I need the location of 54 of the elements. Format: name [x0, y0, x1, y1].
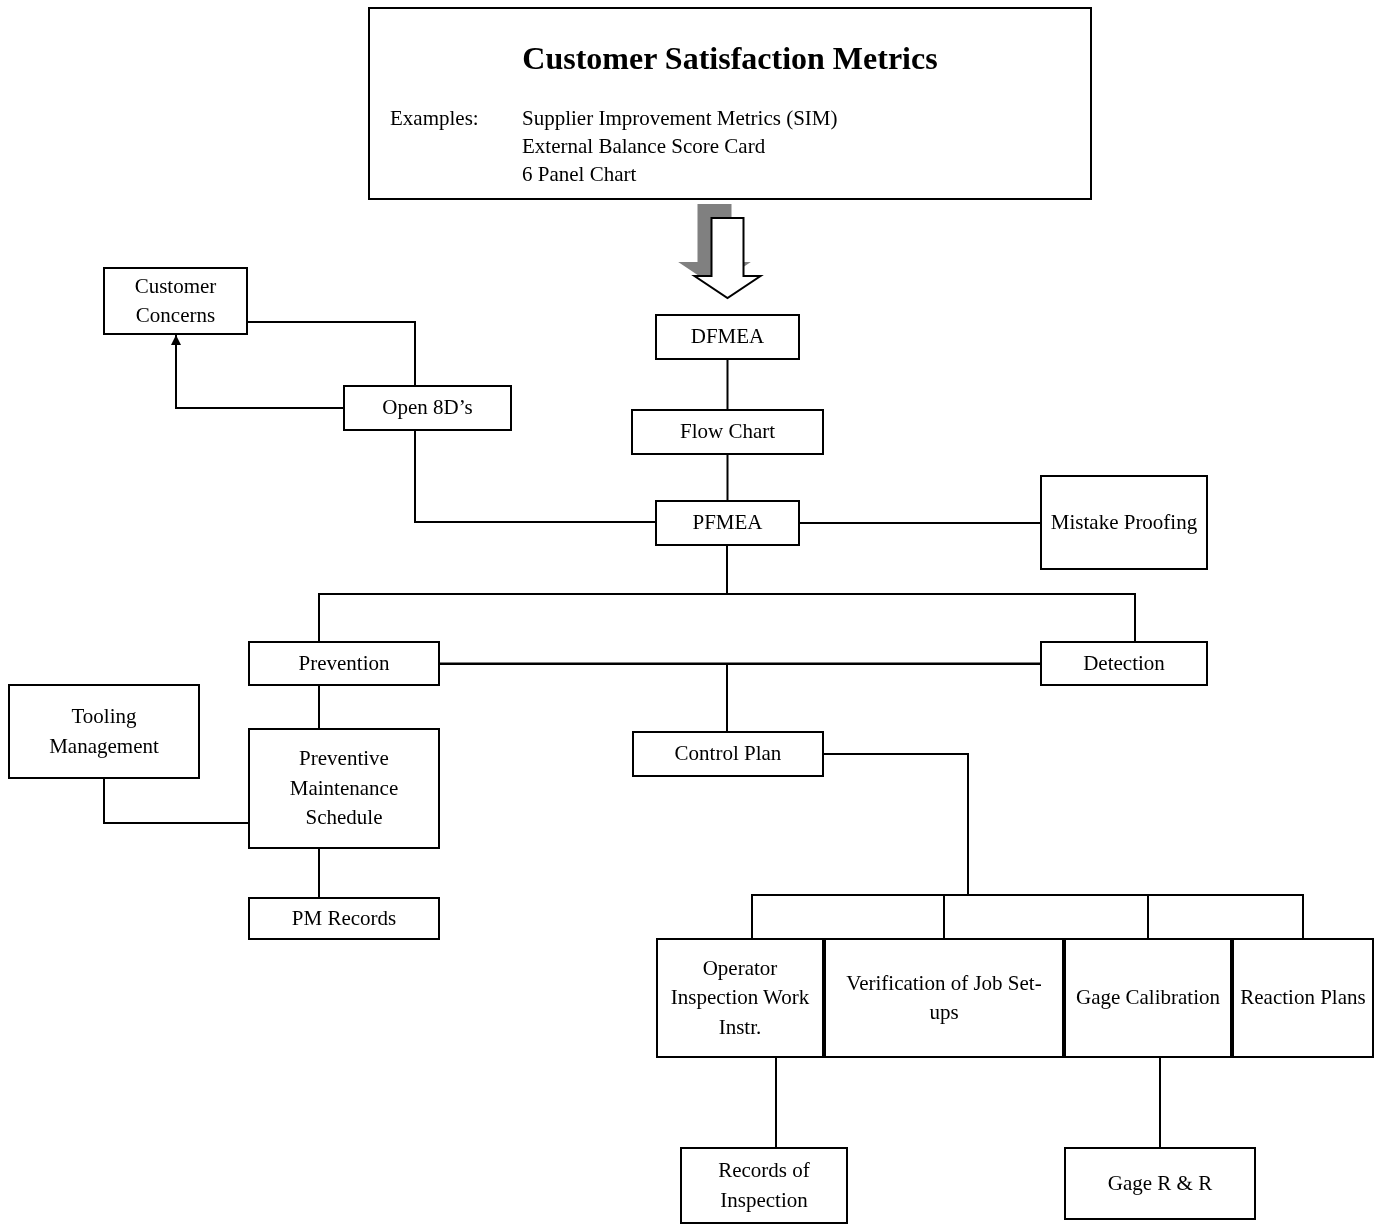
box-label: Operator Inspection Work Instr. — [669, 954, 811, 1041]
example-item: Supplier Improvement Metrics (SIM) — [522, 106, 838, 132]
process-box — [1064, 1147, 1256, 1220]
box-label: Prevention — [297, 649, 391, 677]
connector-line — [726, 454, 729, 501]
examples-label: Examples: — [390, 106, 479, 132]
connector-line — [318, 685, 320, 729]
process-box — [1232, 938, 1374, 1058]
process-box — [680, 1147, 848, 1224]
box-label: Control Plan — [673, 740, 783, 768]
box-label: Gage R & R — [1106, 1169, 1214, 1197]
connector-line — [103, 778, 249, 824]
block-arrow — [691, 217, 764, 300]
box-label: PM Records — [290, 904, 398, 932]
process-box — [248, 728, 440, 849]
connector-line — [247, 321, 416, 386]
connector-line — [799, 522, 1041, 524]
box-label: PFMEA — [691, 509, 764, 537]
connector-line — [1159, 1057, 1161, 1148]
box-label: Tooling Management — [48, 703, 160, 760]
box-label: Reaction Plans — [1239, 984, 1367, 1012]
process-box — [1040, 641, 1208, 686]
arrow — [171, 334, 344, 409]
box-label: Detection — [1082, 649, 1166, 677]
example-item: External Balance Score Card — [522, 134, 766, 160]
process-box — [1064, 938, 1232, 1058]
example-item: 6 Panel Chart — [522, 162, 637, 188]
connector-line — [414, 430, 656, 523]
process-box — [1040, 475, 1208, 570]
box-label: Mistake Proofing — [1049, 508, 1199, 536]
box-label: Records of Inspection — [717, 1157, 811, 1214]
process-box — [632, 731, 824, 777]
box-label: Customer Concerns — [133, 272, 218, 329]
process-box — [655, 314, 800, 360]
connector-line — [775, 1057, 777, 1148]
process-box — [103, 267, 248, 335]
connector-line — [726, 359, 729, 410]
box-label: DFMEA — [689, 323, 766, 351]
process-box — [248, 641, 440, 686]
process-box — [631, 409, 824, 455]
box-label: Flow Chart — [678, 418, 777, 446]
process-box — [343, 385, 512, 431]
metrics-box — [368, 7, 1092, 200]
box-label: Open 8D’s — [381, 394, 474, 422]
box-label: Gage Calibration — [1074, 984, 1221, 1012]
connector-line — [318, 848, 320, 898]
title: Customer Satisfaction Metrics — [521, 39, 939, 78]
box-label: Verification of Job Set-ups — [845, 969, 1043, 1026]
process-box — [824, 938, 1064, 1058]
process-box — [248, 897, 440, 940]
box-label: Preventive Maintenance Schedule — [288, 745, 400, 832]
process-box — [656, 938, 824, 1058]
process-box — [655, 500, 800, 546]
process-box — [8, 684, 200, 779]
